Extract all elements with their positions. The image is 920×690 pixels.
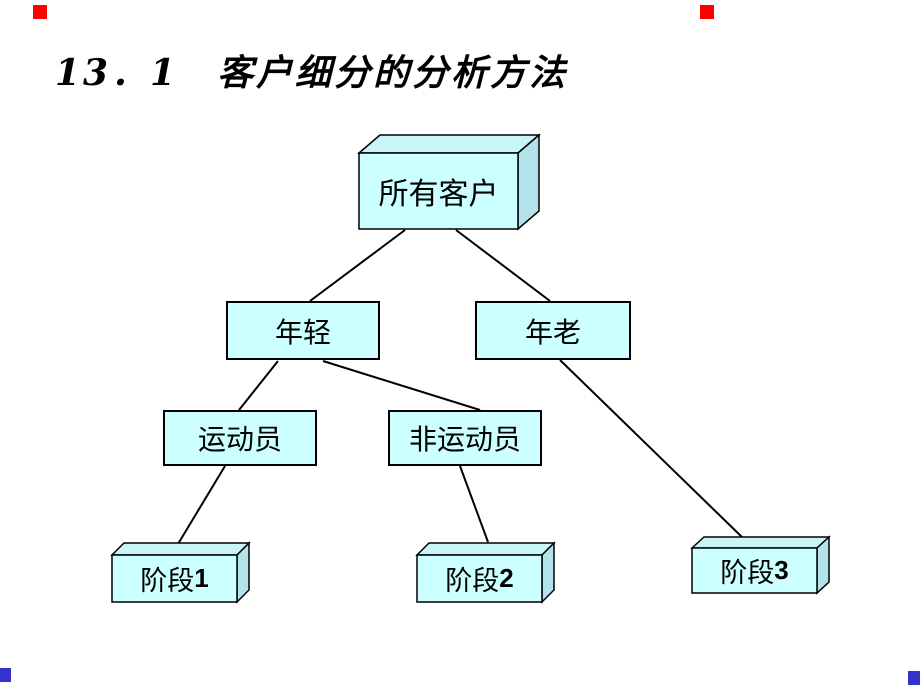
- connector-root-to-young: [309, 229, 406, 302]
- connector-old-to-stage3: [559, 359, 745, 540]
- tree-node-athlete-label: 运动员: [197, 425, 282, 456]
- tree-node-old-label: 年老: [524, 317, 581, 349]
- cube-all-customers-front-face: [358, 152, 519, 230]
- cube-stage2-front-face: [416, 554, 543, 603]
- tree-node-nonathlete: 非运动员: [388, 410, 542, 466]
- connector-athlete-to-stage1: [177, 465, 226, 545]
- decoration-red-square-left: [33, 5, 47, 19]
- connector-nonathlete-to-stage2: [459, 465, 489, 543]
- connector-young-to-athlete: [238, 360, 279, 411]
- decoration-red-square-right: [700, 5, 714, 19]
- tree-node-old: 年老: [475, 301, 631, 360]
- tree-node-stage2-number: 2: [499, 563, 514, 593]
- cube-all-customers-top-face: [356, 134, 542, 154]
- tree-node-all-customers: 所有客户: [359, 153, 518, 229]
- tree-node-all-customers-label: 所有客户: [378, 178, 499, 211]
- tree-node-stage3-label: 阶段: [720, 558, 775, 588]
- cube-stage3-front-face: [691, 547, 818, 594]
- decoration-blue-square-right: [908, 671, 920, 685]
- tree-node-athlete: 运动员: [163, 410, 317, 466]
- tree-node-young-label: 年轻: [274, 317, 331, 349]
- decoration-blue-square-left: [0, 668, 11, 682]
- tree-node-stage1-number: 1: [194, 563, 209, 593]
- tree-node-stage2-label: 阶段: [445, 566, 500, 596]
- cube-stage1-front-face: [111, 554, 238, 603]
- slide-title: 13．1 客户细分的分析方法: [55, 52, 569, 94]
- tree-node-stage1-label: 阶段: [140, 566, 195, 596]
- tree-node-stage3-number: 3: [774, 555, 789, 585]
- cube-stage1-top-face: [110, 542, 251, 556]
- cube-stage3-top-face: [690, 536, 831, 549]
- connector-young-to-nonathlete: [322, 360, 481, 411]
- tree-node-nonathlete-label: 非运动员: [408, 425, 521, 456]
- connector-root-to-old: [455, 229, 551, 302]
- cube-stage3-side-face: [816, 535, 830, 595]
- tree-node-young: 年轻: [226, 301, 380, 360]
- cube-stage2-top-face: [415, 542, 556, 556]
